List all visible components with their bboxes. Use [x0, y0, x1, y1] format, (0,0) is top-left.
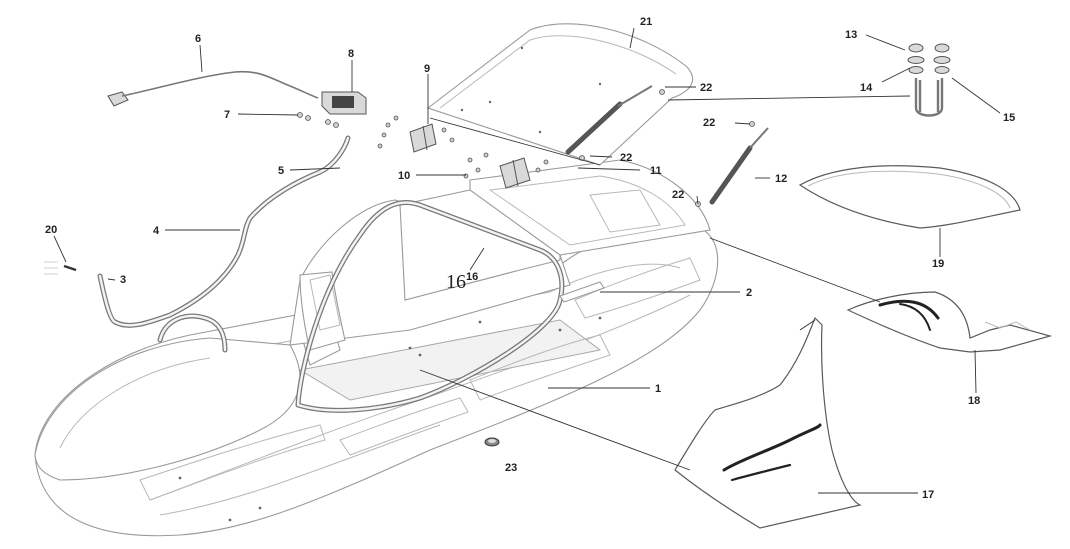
callout-12: 12 [775, 173, 787, 185]
callout-9: 9 [424, 63, 430, 75]
callout-2: 2 [746, 287, 752, 299]
part-14-washers [907, 56, 951, 74]
callout-22c: 22 [620, 152, 632, 164]
front-nose-panel [34, 337, 301, 481]
part-12-gas-strut [695, 121, 769, 207]
part-18-rear-cover [846, 291, 1053, 353]
part-17-side-panel [674, 316, 862, 529]
callout-labels: 6 7 8 9 5 4 3 20 10 11 12 21 22 22 22 22… [45, 16, 1015, 501]
part-4-guard-rail [97, 135, 351, 328]
part-8-latch [297, 91, 367, 128]
callout-17: 17 [922, 489, 934, 501]
callout-16: 16 [466, 271, 478, 283]
callout-4: 4 [153, 225, 160, 237]
callout-22a: 22 [700, 82, 712, 94]
part-11-hinge [463, 152, 549, 189]
callout-22d: 22 [672, 189, 684, 201]
leader-lines [53, 27, 1001, 494]
callout-11: 11 [650, 165, 662, 177]
part-13-nuts [908, 43, 950, 53]
body-grab-handle [157, 313, 228, 353]
callout-16-large: 16 [446, 271, 466, 293]
part-20-pin [44, 261, 77, 275]
part-19-seat-pad [798, 165, 1021, 229]
callout-6: 6 [195, 33, 201, 45]
part-15-u-bolts [914, 78, 944, 117]
part-23-grommet [484, 437, 500, 447]
part-21-lid [426, 23, 694, 166]
part-9-hinge [377, 115, 455, 153]
callout-14: 14 [860, 82, 873, 94]
part-6-cable [107, 70, 319, 107]
callout-21: 21 [640, 16, 652, 28]
callout-3: 3 [120, 274, 126, 286]
callout-10: 10 [398, 170, 410, 182]
part-2-side-strip [559, 281, 605, 303]
callout-19: 19 [932, 258, 944, 270]
part-16-trim-strip [295, 200, 565, 413]
callout-7: 7 [224, 109, 230, 121]
callout-18: 18 [968, 395, 980, 407]
callout-20: 20 [45, 224, 57, 236]
callout-13: 13 [845, 29, 857, 41]
callout-5: 5 [278, 165, 284, 177]
callout-8: 8 [348, 48, 354, 60]
callout-15: 15 [1003, 112, 1015, 124]
callout-1: 1 [655, 383, 661, 395]
callout-22b: 22 [703, 117, 715, 129]
callout-23: 23 [505, 462, 517, 474]
